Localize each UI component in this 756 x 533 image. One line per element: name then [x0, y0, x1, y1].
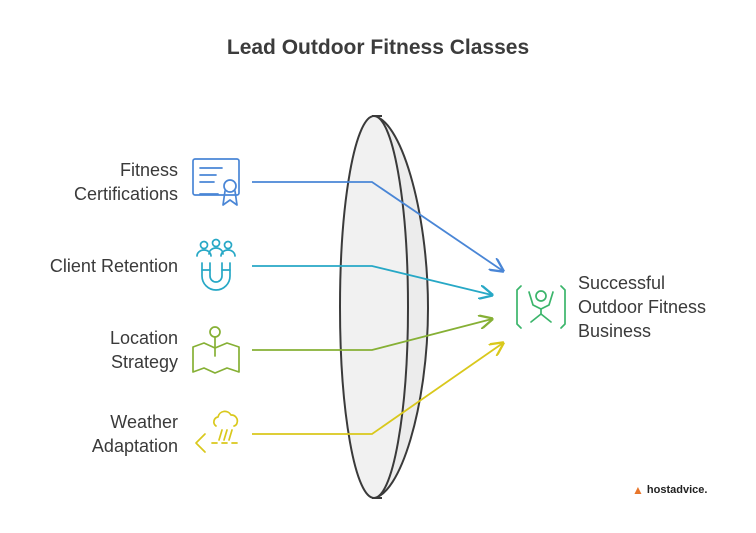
- result-label: Successful Outdoor Fitness Business: [578, 273, 707, 341]
- brand-text: hostadvice.: [646, 484, 708, 496]
- lens-shape: [339, 115, 430, 499]
- fox-logo-icon: ▲: [632, 483, 644, 497]
- certificate-icon: [192, 158, 240, 206]
- arrow-location-strategy: [252, 319, 492, 351]
- map-pin-icon: [192, 326, 240, 374]
- brand-logo: ▲ hostadvice.: [632, 483, 707, 497]
- label-weather-adaptation: Weather Adaptation: [91, 412, 178, 456]
- label-fitness-certifications: Fitness Certifications: [73, 160, 178, 204]
- label-location-strategy: Location Strategy: [109, 328, 178, 372]
- fitness-person-icon: [516, 285, 566, 329]
- arrow-client-retention: [252, 265, 492, 295]
- magnet-people-icon: [196, 238, 236, 291]
- label-client-retention: Client Retention: [49, 256, 178, 276]
- arrow-weather-adaptation: [252, 343, 503, 435]
- weather-cloud-icon: [195, 410, 239, 453]
- diagram-title: Lead Outdoor Fitness Classes: [226, 36, 530, 59]
- arrow-fitness-certifications: [252, 181, 503, 271]
